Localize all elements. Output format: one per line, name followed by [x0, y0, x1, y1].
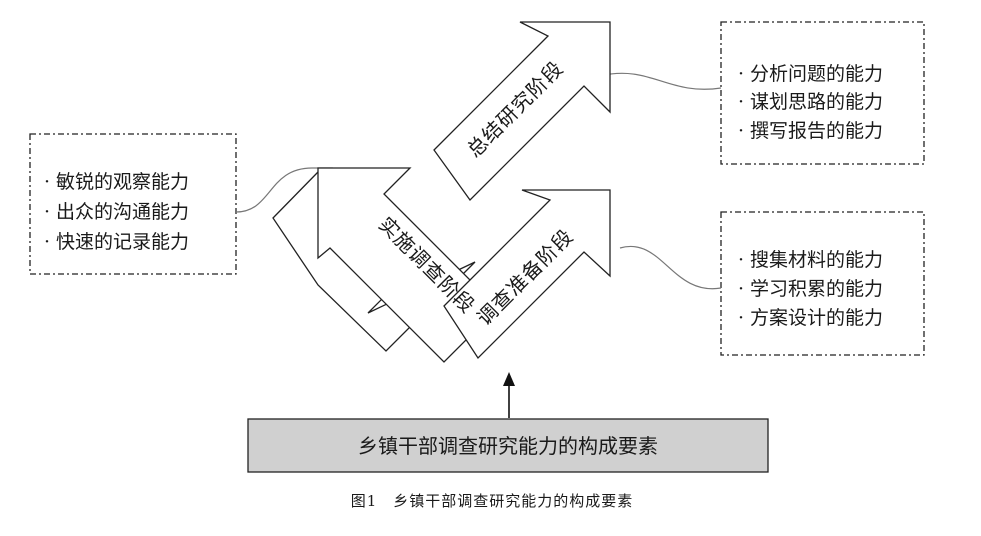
- left-ability-item-3: ·快速的记录能力: [44, 231, 189, 253]
- bottom-right-ability-item-3: ·方案设计的能力: [738, 307, 883, 329]
- figure-caption: 图1 乡镇干部调查研究能力的构成要素: [351, 492, 634, 510]
- arrow-prepare-final: [443, 189, 611, 360]
- top-right-ability-item-3: ·撰写报告的能力: [738, 120, 883, 142]
- connector-bottom-right: [619, 245, 722, 290]
- left-ability-item-2: ·出众的沟通能力: [44, 201, 189, 223]
- top-right-ability-item-2: ·谋划思路的能力: [738, 91, 883, 113]
- bottom-right-ability-box: ·搜集材料的能力 ·学习积累的能力 ·方案设计的能力: [720, 211, 925, 356]
- left-ability-box: ·敏锐的观察能力 ·出众的沟通能力 ·快速的记录能力: [29, 133, 237, 275]
- connector-left: [235, 167, 340, 213]
- connector-top-right: [599, 72, 722, 90]
- bottom-right-ability-item-1: ·搜集材料的能力: [738, 249, 883, 271]
- base-box: 乡镇干部调查研究能力的构成要素: [247, 418, 769, 473]
- arrow-summarize-final: [433, 21, 611, 202]
- top-right-ability-box: ·分析问题的能力 ·谋划思路的能力 ·撰写报告的能力: [720, 21, 925, 165]
- base-box-label: 乡镇干部调查研究能力的构成要素: [358, 434, 658, 458]
- top-right-ability-item-1: ·分析问题的能力: [738, 63, 883, 85]
- bottom-right-ability-item-2: ·学习积累的能力: [738, 278, 883, 300]
- left-ability-item-1: ·敏锐的观察能力: [44, 171, 189, 193]
- base-up-arrow: [503, 372, 515, 418]
